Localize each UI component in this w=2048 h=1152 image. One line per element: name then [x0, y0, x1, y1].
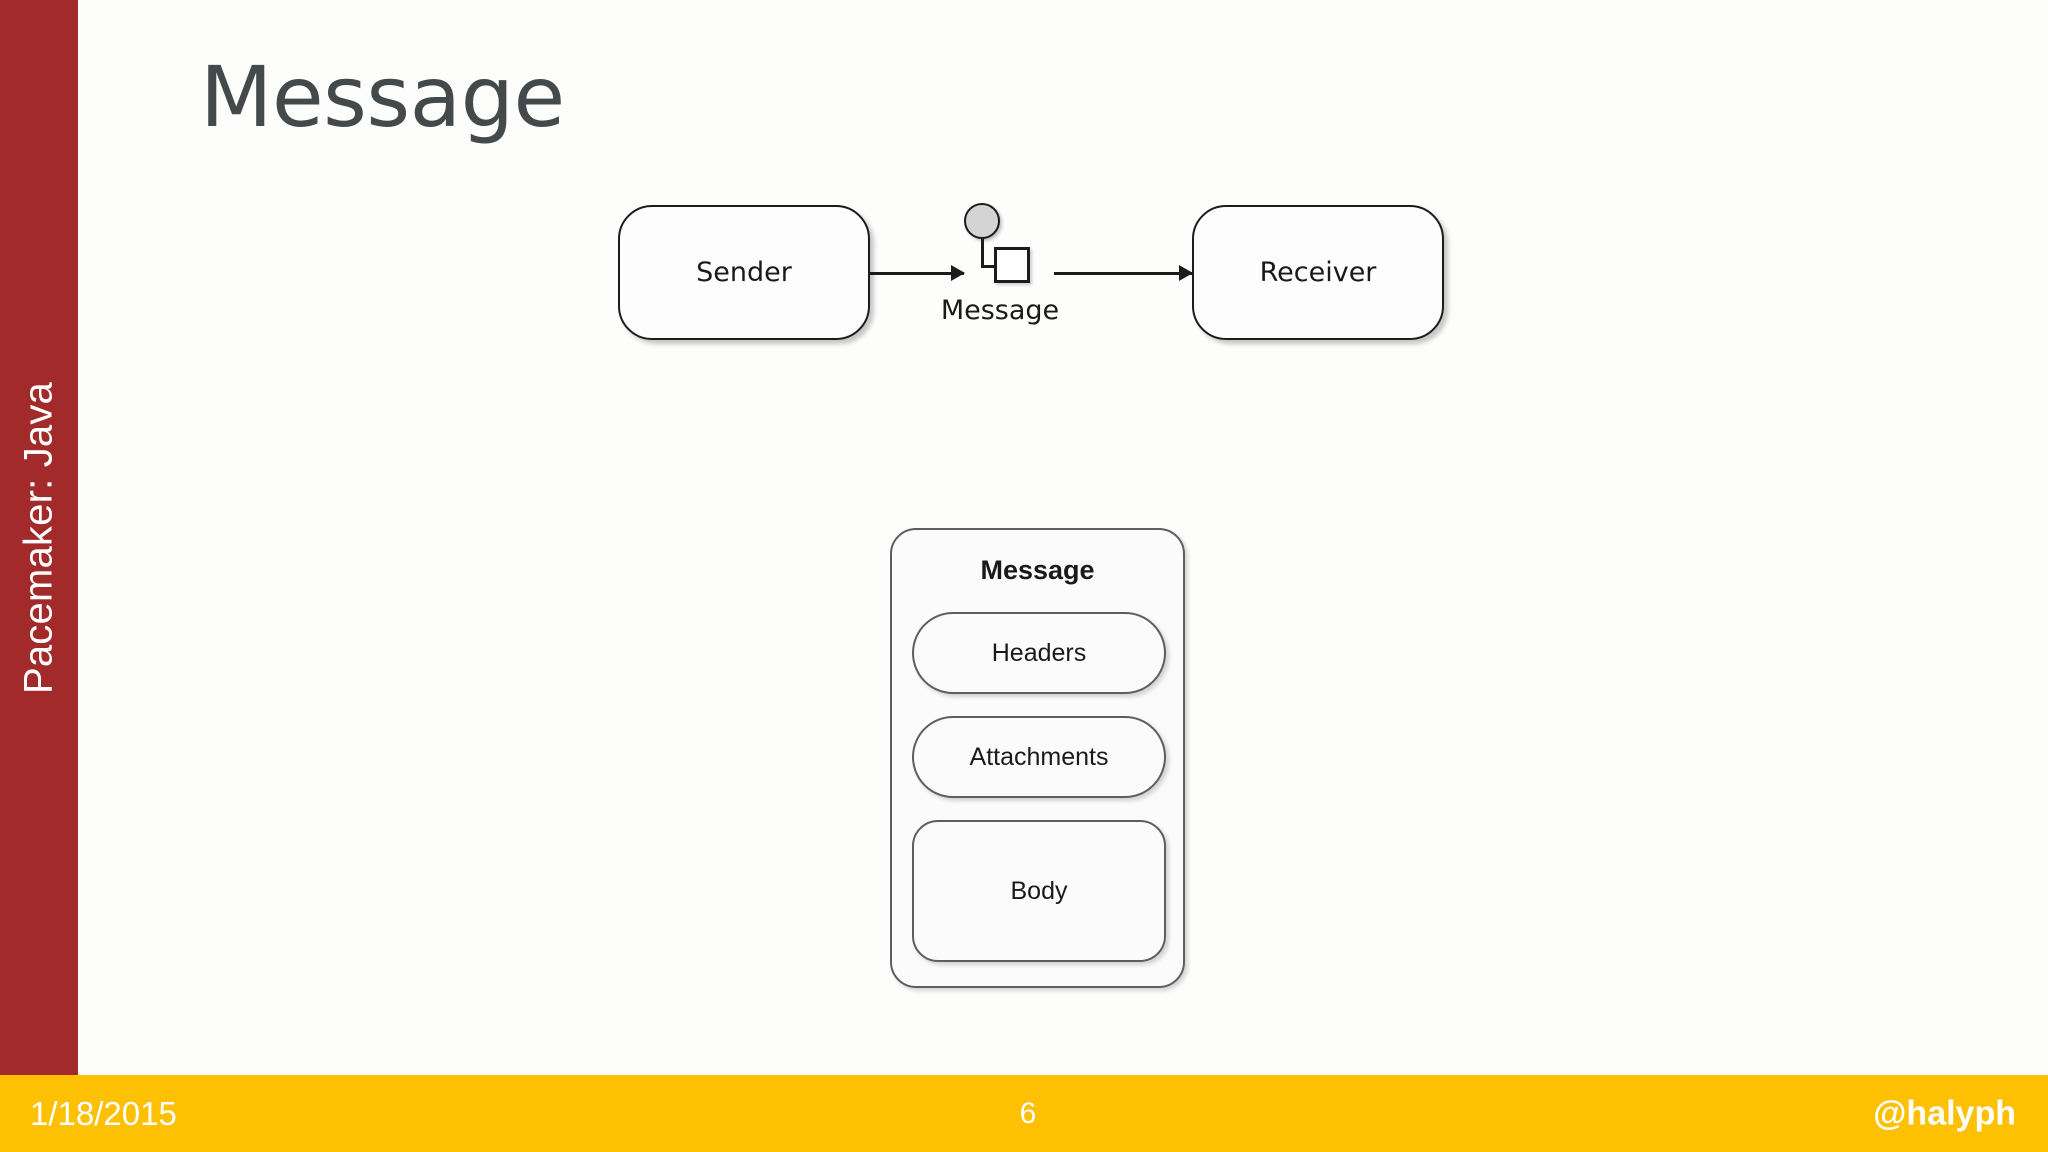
message-token-icon: [956, 203, 1046, 293]
receiver-node: Receiver: [1192, 205, 1444, 340]
message-icon-stem-horizontal: [981, 265, 997, 268]
footer-page-number: 6: [1019, 1096, 1037, 1130]
sidebar-title-vertical: Pacemaker: Java: [16, 381, 61, 694]
message-structure-title: Message: [980, 555, 1095, 585]
sender-receiver-flow-diagram: Sender Receiver Message: [600, 195, 1480, 385]
sender-node: Sender: [618, 205, 870, 340]
arrow-message-icon-to-receiver: [1054, 272, 1192, 275]
message-icon-caption: Message: [940, 295, 1060, 326]
message-part-body: Body: [912, 820, 1166, 962]
message-icon-square: [994, 247, 1030, 283]
message-icon-circle: [964, 203, 1000, 239]
message-structure-container: Message Headers Attachments Body: [890, 528, 1185, 988]
footer-social-handle: @halyph: [1873, 1094, 2016, 1132]
vertical-sidebar: Pacemaker: Java: [0, 0, 78, 1075]
page-title: Message: [200, 48, 565, 146]
message-part-headers: Headers: [912, 612, 1166, 694]
arrow-sender-to-message-icon: [870, 272, 964, 275]
footer-date: 1/18/2015: [30, 1094, 177, 1132]
slide-footer: 1/18/2015 6 @halyph: [0, 1075, 2048, 1152]
message-icon-stem-vertical: [981, 237, 984, 267]
message-part-attachments: Attachments: [912, 716, 1166, 798]
